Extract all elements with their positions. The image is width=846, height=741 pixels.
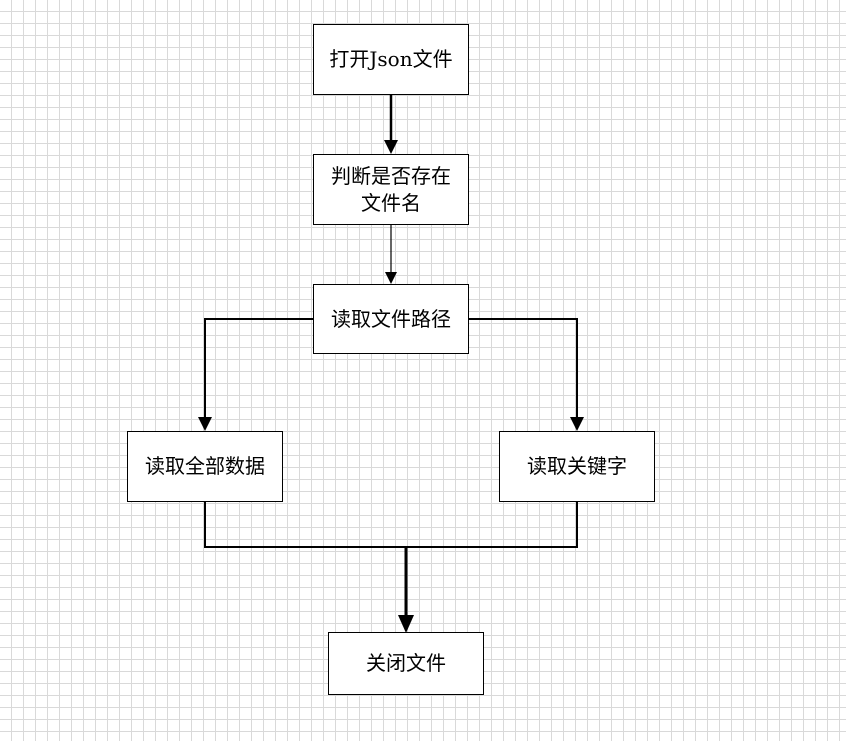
- node-read-file-path-label: 读取文件路径: [331, 306, 451, 331]
- node-read-all-data: 读取全部数据: [127, 431, 283, 502]
- node-read-keywords-label: 读取关键字: [527, 454, 627, 478]
- node-close-file-label: 关闭文件: [366, 651, 446, 675]
- arrowhead-check: [384, 140, 398, 154]
- node-open-json-file-label: 打开Json文件: [329, 47, 453, 71]
- node-open-json-file: 打开Json文件: [313, 24, 469, 95]
- edge-read-path-to-read-keys: [468, 318, 578, 420]
- node-check-filename-line2: 文件名: [361, 190, 421, 215]
- edge-read-keys-to-merge: [406, 501, 578, 548]
- arrowhead-close: [398, 615, 414, 633]
- arrowhead-read-keys: [570, 417, 584, 431]
- node-close-file: 关闭文件: [328, 632, 484, 695]
- arrowhead-read-path: [385, 272, 397, 284]
- node-read-keywords: 读取关键字: [499, 431, 655, 502]
- node-read-file-path: 读取文件路径: [313, 284, 469, 354]
- node-check-filename: 判断是否存在 文件名: [313, 154, 469, 225]
- arrowhead-read-all: [198, 417, 212, 431]
- node-check-filename-line1: 判断是否存在: [331, 163, 451, 188]
- node-read-all-data-label: 读取全部数据: [145, 454, 265, 478]
- edge-read-all-to-merge: [204, 501, 406, 548]
- edge-read-path-to-read-all: [204, 318, 313, 420]
